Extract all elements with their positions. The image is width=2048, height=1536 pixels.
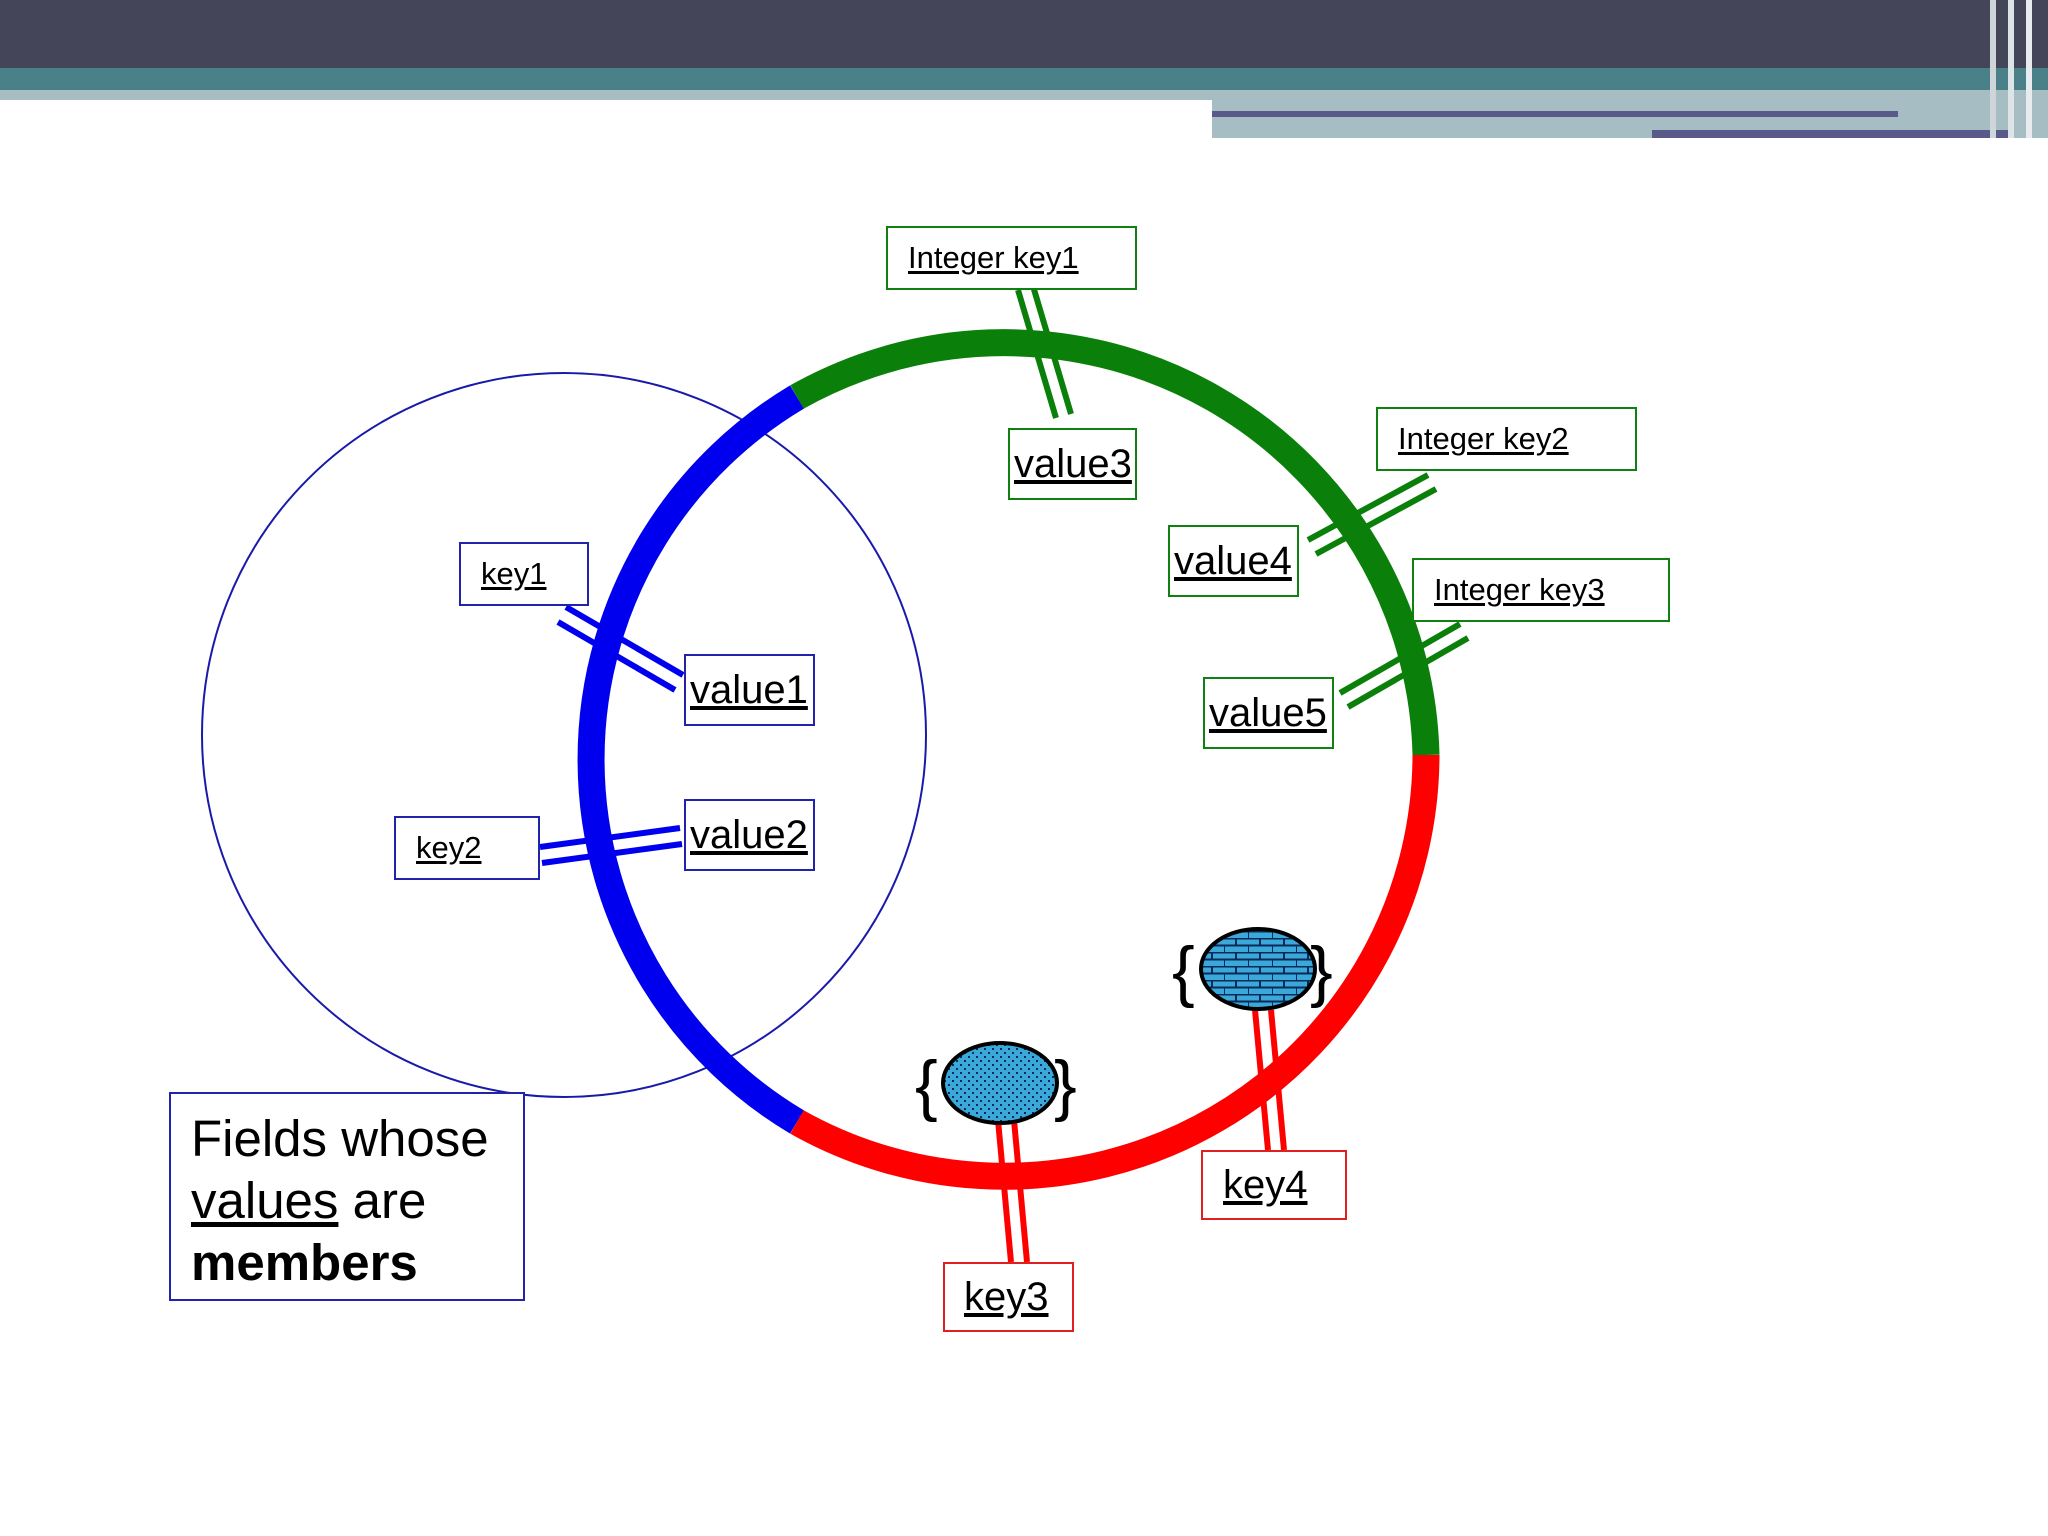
legend-line-2: values are — [191, 1170, 523, 1232]
speckled-set-blob — [941, 1041, 1059, 1125]
header-line-2 — [1652, 130, 2010, 138]
key3-label: key3 — [943, 1262, 1074, 1332]
key1-text: key1 — [481, 556, 547, 591]
value2-label: value2 — [684, 799, 815, 871]
integer-key2-text: Integer key2 — [1398, 421, 1569, 456]
legend-box: Fields whose values are members — [169, 1092, 525, 1301]
close-brace-key4: } — [1310, 933, 1333, 1009]
legend-are-word: are — [338, 1172, 427, 1229]
key4-label: key4 — [1201, 1150, 1347, 1220]
open-brace-key4: { — [1172, 933, 1195, 1009]
header-bars — [0, 0, 2048, 138]
legend-line-1: Fields whose — [191, 1110, 489, 1167]
value3-text: value3 — [1014, 441, 1132, 486]
integer-key1-label: Integer key1 — [886, 226, 1137, 290]
value4-text: value4 — [1174, 538, 1292, 583]
header-dark-bar — [0, 0, 2048, 68]
set-value-key3: { } — [915, 1041, 1077, 1125]
value3-label: value3 — [1008, 428, 1137, 500]
value4-label: value4 — [1168, 525, 1299, 597]
integer-key1-text: Integer key1 — [908, 240, 1079, 275]
value1-label: value1 — [684, 654, 815, 726]
connector-key3-set — [995, 1119, 1030, 1263]
header-side-stripe-2 — [2008, 0, 2014, 138]
key2-text: key2 — [416, 830, 482, 865]
header-light-bar-left — [0, 90, 1212, 100]
header-teal-bar — [0, 68, 2048, 90]
header-side-stripe-1 — [1990, 0, 1996, 138]
connector-key2-value2 — [539, 825, 683, 866]
key1-label: key1 — [459, 542, 589, 606]
value2-text: value2 — [690, 812, 808, 857]
integer-key3-label: Integer key3 — [1412, 558, 1670, 622]
key3-text: key3 — [964, 1274, 1049, 1319]
connector-integer-key1-value3 — [1015, 285, 1074, 419]
integer-key2-label: Integer key2 — [1376, 407, 1637, 471]
connector-integer-key3-value5 — [1338, 621, 1470, 710]
connector-integer-key2-value4 — [1306, 472, 1438, 557]
legend-line-3: members — [191, 1234, 418, 1291]
close-brace-key3: } — [1054, 1047, 1077, 1123]
key4-text: key4 — [1223, 1162, 1308, 1207]
value1-text: value1 — [690, 667, 808, 712]
members-set-circle — [201, 372, 927, 1098]
header-side-stripe-3 — [2026, 0, 2032, 138]
integer-key3-text: Integer key3 — [1434, 572, 1605, 607]
ring-segment-blue — [577, 385, 804, 1134]
ring-segment-red — [790, 754, 1440, 1190]
legend-values-word: values — [191, 1172, 339, 1229]
value5-label: value5 — [1203, 677, 1334, 749]
key2-label: key2 — [394, 816, 540, 880]
header-line-1 — [1212, 111, 1898, 117]
open-brace-key3: { — [915, 1047, 938, 1123]
set-value-key4: { } — [1172, 927, 1333, 1011]
connector-key1-value1 — [556, 604, 685, 693]
value5-text: value5 — [1209, 690, 1327, 735]
ring-segment-green — [790, 329, 1440, 756]
brick-set-blob — [1199, 927, 1317, 1011]
connector-key4-set — [1252, 1009, 1287, 1151]
